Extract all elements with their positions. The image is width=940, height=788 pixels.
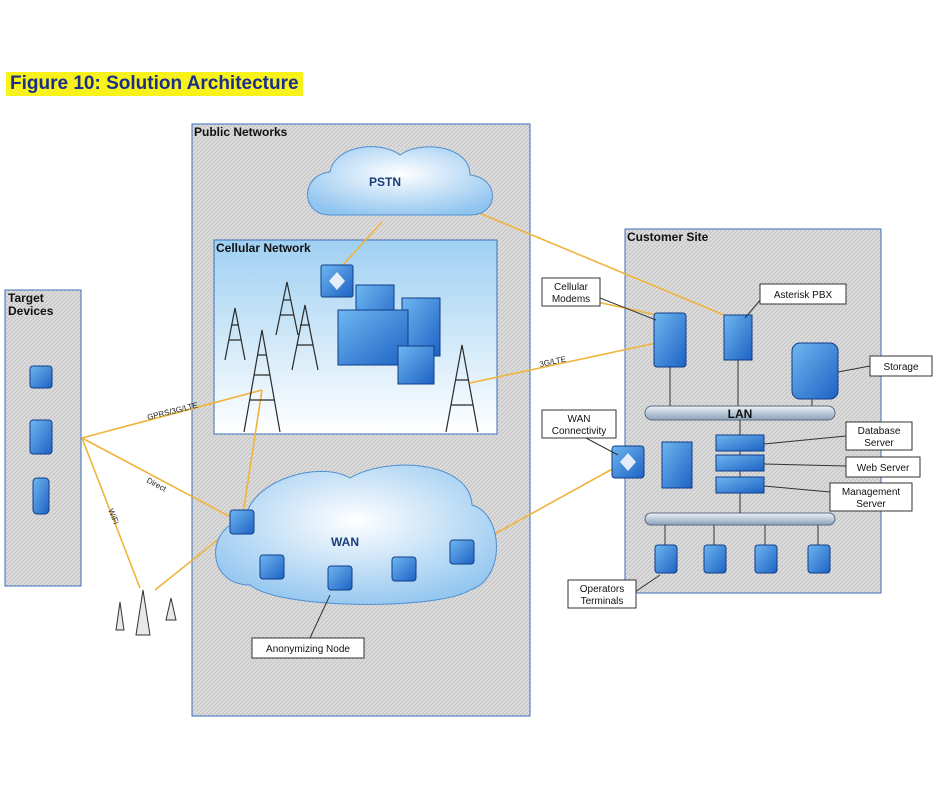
cellular-modems-line2: Modems: [552, 294, 590, 305]
callout-management-server: Management Server: [829, 482, 913, 512]
management-server-line1: Management: [842, 487, 901, 498]
wan-label: WAN: [331, 535, 359, 549]
zone-target-title-2: Devices: [8, 304, 54, 318]
callout-database-server: Database Server: [845, 421, 913, 451]
cellular-modems-icon: [653, 312, 687, 368]
wan-node: [449, 539, 475, 565]
tablet-icon: [29, 419, 53, 455]
phone-icon: [32, 477, 50, 515]
database-server-line1: Database: [858, 426, 901, 437]
operators-terminals-line1: Operators: [580, 584, 624, 595]
pstn-cloud: PSTN: [307, 146, 493, 216]
firewall-icon: [661, 441, 693, 489]
pstn-label: PSTN: [369, 175, 401, 189]
callout-wan-connectivity: WAN Connectivity: [541, 409, 617, 439]
management-server-icon: [715, 476, 765, 494]
callout-operators-terminals: Operators Terminals: [567, 579, 637, 609]
terminal-icon: [807, 544, 831, 574]
asterisk-pbx-label: Asterisk PBX: [774, 290, 833, 301]
terminal-icon: [703, 544, 727, 574]
zone-customer-title: Customer Site: [627, 230, 709, 244]
wan-nodes: [229, 509, 475, 591]
wan-connectivity-line2: Connectivity: [552, 426, 606, 437]
management-server-line2: Server: [856, 499, 886, 510]
cellular-servers-icon: [337, 284, 441, 385]
zone-target-title-1: Target: [8, 291, 44, 305]
link-label-lte: 3G/LTE: [539, 355, 567, 369]
callout-asterisk-pbx: Asterisk PBX: [759, 283, 847, 305]
wifi-antennas-icon: [115, 589, 177, 636]
figure-caption: Figure 10: Solution Architecture: [6, 72, 303, 96]
lan-label: LAN: [728, 407, 753, 421]
asterisk-pbx-icon: [723, 314, 753, 361]
link-label-gprs: GPRS/3G/LTE: [146, 401, 199, 422]
laptop-icon: [29, 365, 53, 389]
callout-anonymizing-node: Anonymizing Node: [251, 637, 365, 659]
anonymizing-node-label: Anonymizing Node: [266, 644, 350, 655]
lower-lan-bar: [644, 512, 836, 526]
lan-bar: LAN: [644, 405, 836, 421]
web-server-icon: [715, 454, 765, 472]
wan-connectivity-icon: [611, 445, 645, 479]
callout-cellular-modems: Cellular Modems: [541, 277, 601, 307]
zone-public-title: Public Networks: [194, 125, 288, 139]
wan-connectivity-line1: WAN: [568, 414, 591, 425]
web-server-label: Web Server: [857, 463, 910, 474]
cellular-switch-icon: [320, 264, 354, 298]
database-server-line2: Server: [864, 438, 894, 449]
storage-label: Storage: [883, 362, 918, 373]
database-server-icon: [715, 434, 765, 452]
wan-node: [229, 509, 255, 535]
terminal-icon: [654, 544, 678, 574]
cell-tower-icon: [224, 281, 479, 433]
link-label-wifi: WiFi: [106, 507, 120, 525]
callout-leaders: [309, 297, 871, 639]
operators-terminals-line2: Terminals: [581, 596, 624, 607]
terminal-icon: [754, 544, 778, 574]
wan-node: [259, 554, 285, 580]
zone-cellular-title: Cellular Network: [216, 241, 311, 255]
callout-storage: Storage: [869, 355, 933, 377]
wan-node: [391, 556, 417, 582]
callout-web-server: Web Server: [845, 456, 921, 478]
anonymizing-node: [327, 565, 353, 591]
storage-icon: [791, 342, 839, 400]
operator-terminals-icons: [654, 544, 831, 574]
cellular-modems-line1: Cellular: [554, 282, 589, 293]
